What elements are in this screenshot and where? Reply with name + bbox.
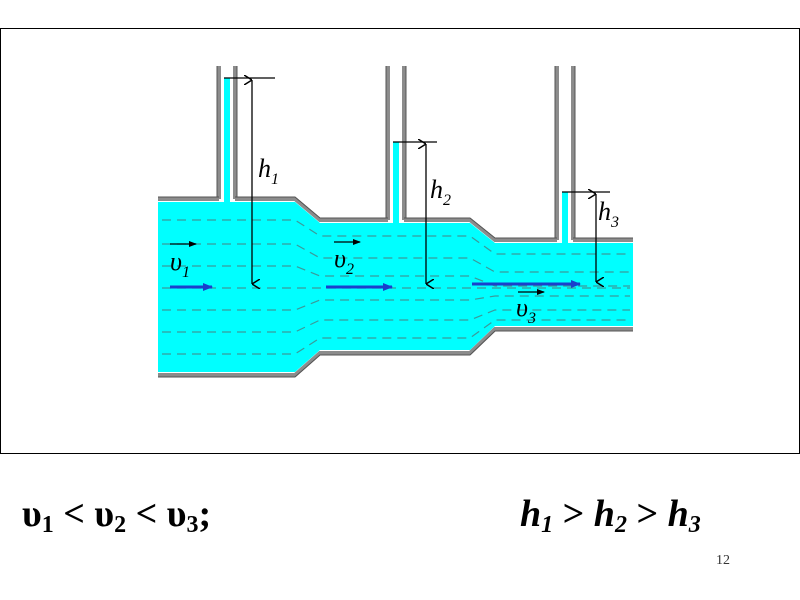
tube2-fluid xyxy=(393,142,399,223)
pipe-bottom-wall xyxy=(158,327,633,377)
page-number: 12 xyxy=(716,553,730,568)
v2-label: υ2 xyxy=(334,244,354,278)
tube3-fluid xyxy=(562,192,568,243)
v3-label: υ3 xyxy=(516,293,536,327)
pipe-walls xyxy=(158,66,633,377)
fluid-body xyxy=(158,202,633,372)
height-markers xyxy=(224,78,610,284)
pipe-flow-diagram: h1 h2 h3 υ1 υ2 υ3 xyxy=(0,28,800,454)
pipe-top-wall xyxy=(158,197,633,242)
tube1-walls xyxy=(217,66,237,199)
tube3-walls xyxy=(555,66,575,240)
velocity-relation: υ1 < υ2 < υ3; xyxy=(22,493,212,538)
tube2-walls xyxy=(386,66,406,220)
tube1-fluid xyxy=(224,78,230,202)
h3-label: h3 xyxy=(598,197,619,231)
v1-label: υ1 xyxy=(170,247,190,281)
height-relation: h1 > h2 > h3 xyxy=(520,493,701,538)
h1-label: h1 xyxy=(258,154,279,188)
h2-label: h2 xyxy=(430,175,451,209)
streamlines xyxy=(162,219,630,355)
